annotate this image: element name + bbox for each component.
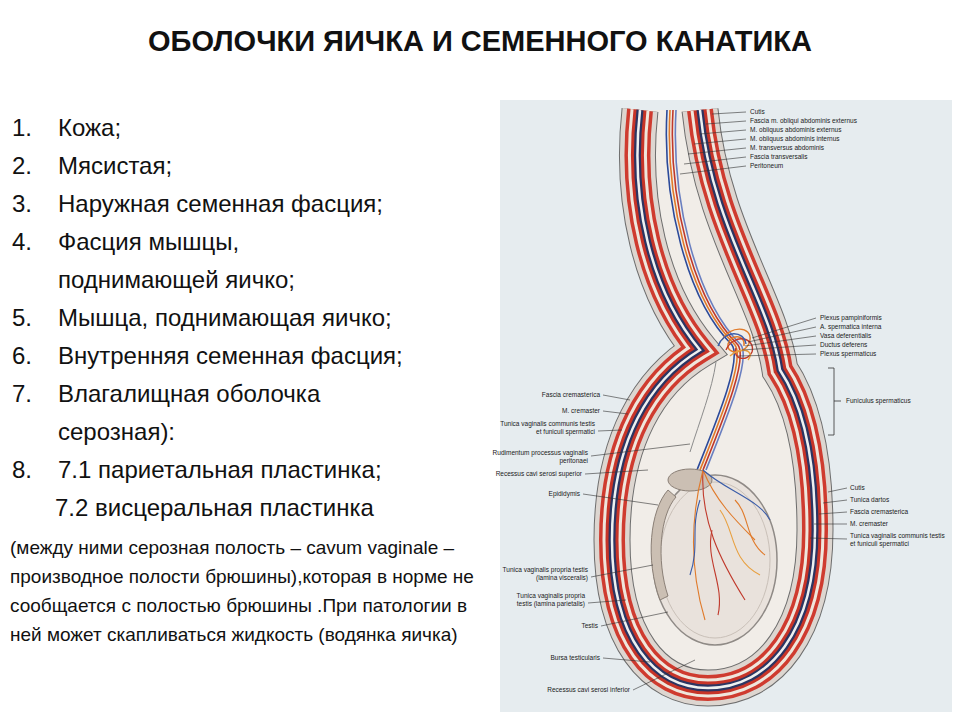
list-item: 7.1 париетальная пластинка; (58, 451, 498, 489)
list-number: 1. (12, 109, 56, 147)
image-panel (500, 100, 952, 712)
list-number: 6. (12, 337, 56, 375)
scrotum-interior (612, 110, 815, 688)
list-item: 7.2 висцеральная пластинка (55, 489, 495, 527)
anatomy-label: Ductus deferens (820, 341, 945, 349)
epididymis-shape (651, 490, 676, 600)
anatomy-label: Plexus spermaticus (820, 350, 945, 358)
list-number: 7. (12, 375, 56, 413)
anatomy-label: Vasa deferentialis (820, 332, 945, 340)
list-number: 5. (12, 299, 56, 337)
anatomy-label: Tunica vaginalis communis testis et funi… (500, 420, 595, 435)
anatomy-label: M. obliquus abdominis externus (750, 126, 940, 134)
testicular-vessels (690, 470, 770, 620)
anatomy-label: Fascia cremasterica (850, 508, 950, 516)
note-text: (между ними серозная полость – cavum vag… (10, 533, 498, 649)
anatomy-label: Recessus cavi serosi inferior (500, 686, 630, 694)
list-item: Кожа; (58, 109, 498, 147)
anatomy-label: Epididymis (520, 490, 580, 498)
list-number: 3. (12, 185, 56, 223)
anatomy-label: Fascia cremasterica (500, 391, 600, 399)
list-number: 2. (12, 147, 56, 185)
anatomy-label: Tunica vaginalis propria testis (lamina … (500, 566, 588, 581)
anatomy-label: Plexus pampiniformis (820, 314, 945, 322)
anatomy-label: M. cremaster (850, 520, 950, 528)
anatomy-label: Tunica vaginalis communis testis et funi… (850, 532, 950, 547)
list-number: 4. (12, 223, 56, 261)
anatomy-label: Cutis (850, 484, 950, 492)
pampiniform-plexus (718, 329, 752, 360)
leader-lines (583, 112, 847, 690)
slide-title: ОБОЛОЧКИ ЯИЧКА И СЕМЕННОГО КАНАТИКА (10, 24, 950, 58)
anatomy-label: A. spermatica interna (820, 323, 945, 331)
anatomy-label: Fascia transversalis (750, 153, 940, 161)
tunica-albuginea (660, 482, 770, 638)
list-item: Внутренняя семенная фасция; (58, 337, 498, 375)
list-item: Наружная семенная фасция; (58, 185, 498, 223)
anatomy-label: Fascia m. obliqui abdominis externus (750, 117, 940, 125)
anatomy-label: Cutis (750, 108, 940, 116)
list-item: Мясистая; (58, 147, 498, 185)
anatomy-label: Rudimentum processus vaginalis peritonae… (490, 449, 588, 464)
list-item: Влагалищная оболочка серозная): (58, 375, 398, 451)
anatomy-label: M. transversus abdominis (750, 144, 940, 152)
list-number: 8. (12, 451, 56, 489)
spermatic-cord (666, 110, 743, 470)
list-item: Мышца, поднимающая яичко; (58, 299, 498, 337)
anatomy-label: Testis (540, 622, 598, 630)
rudiment-line (690, 362, 716, 452)
anatomy-label: Tunica dartos (850, 496, 950, 504)
anatomy-label: M. obliquus abdominis internus (750, 135, 940, 143)
bracket (828, 368, 841, 435)
anatomy-label: Peritoneum (750, 162, 940, 170)
anatomy-label: Tunica vaginalis propria testis (lamina … (500, 592, 585, 607)
anatomy-label: Funiculus spermaticus (846, 397, 946, 405)
scrotal-wall-layers (612, 110, 815, 688)
anatomy-label: Bursa testicularis (520, 654, 600, 662)
list-item: Фасция мышцы, поднимающей яичко; (58, 223, 358, 299)
anatomy-label: M. cremaster (500, 407, 600, 415)
anatomy-label: Recessus cavi serosi superior (480, 470, 582, 478)
